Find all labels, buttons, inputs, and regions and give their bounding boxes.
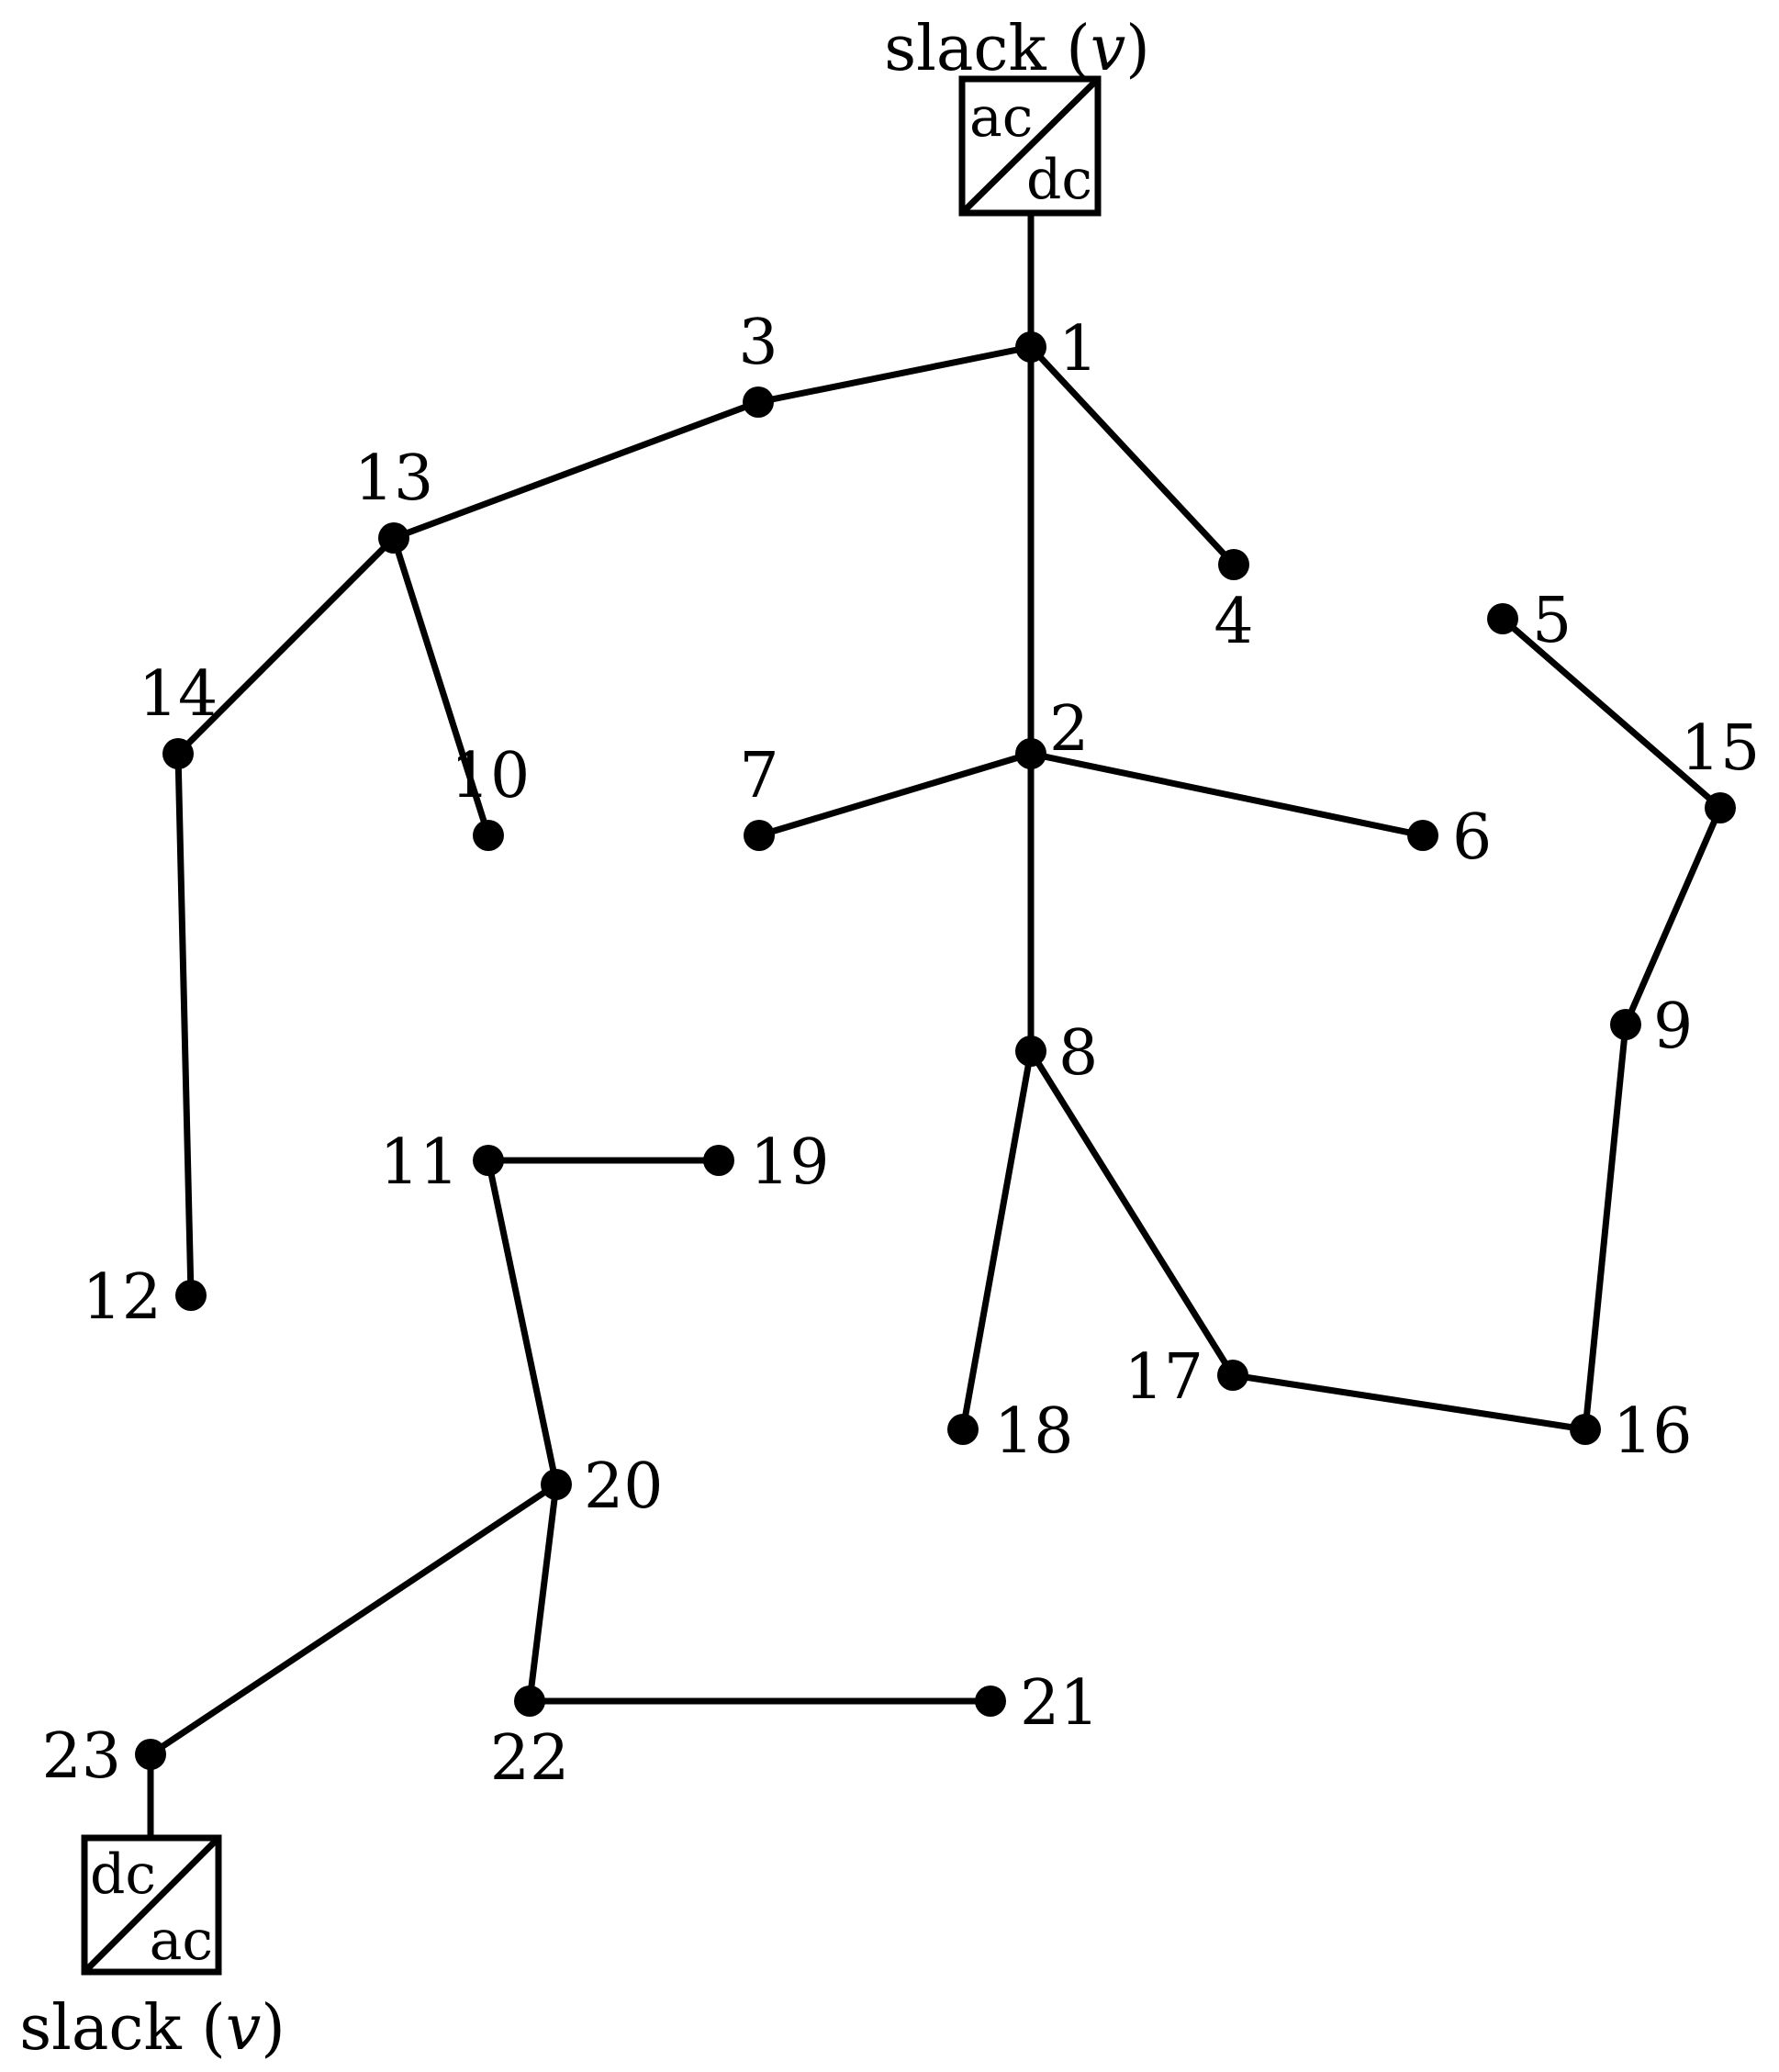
edge-9-15: [1622, 804, 1724, 1028]
edge-3-13: [390, 398, 762, 542]
edge-13-14: [174, 534, 397, 757]
node-14: 14: [139, 658, 218, 769]
node-12-dot: [175, 1280, 207, 1311]
node-15-label: 15: [1681, 712, 1761, 785]
node-10: 10: [451, 740, 531, 851]
edge-20-23: [147, 1481, 560, 1758]
node-5-dot: [1487, 603, 1518, 634]
node-2-dot: [1015, 738, 1046, 769]
node-7: 7: [739, 740, 779, 851]
node-23-label: 23: [41, 1720, 121, 1793]
edge-15-5: [1499, 615, 1724, 812]
edge-1-3: [755, 343, 1035, 406]
node-22-label: 22: [490, 1722, 570, 1795]
node-6: 6: [1407, 801, 1492, 874]
node-5: 5: [1487, 585, 1572, 657]
node-23-dot: [135, 1739, 166, 1770]
node-15-dot: [1705, 792, 1736, 823]
converter-top-diagonal: [959, 76, 1101, 216]
converter-bottom: dc ac slack (v): [19, 1834, 285, 2065]
converter-top-upper-text: ac: [969, 85, 1033, 150]
node-5-label: 5: [1532, 585, 1572, 657]
node-18-dot: [947, 1414, 979, 1445]
edge-8-18: [959, 1047, 1035, 1433]
node-22: 22: [490, 1686, 570, 1795]
edge-20-22: [526, 1481, 560, 1705]
node-3-dot: [743, 386, 774, 418]
node-12: 12: [82, 1261, 207, 1334]
edge-14-12: [174, 750, 195, 1299]
node-20-label: 20: [584, 1450, 664, 1523]
node-12-label: 12: [82, 1261, 162, 1334]
node-1-dot: [1015, 331, 1046, 363]
node-20: 20: [541, 1450, 664, 1523]
node-8-label: 8: [1058, 1017, 1098, 1090]
converter-bottom-upper-text: dc: [90, 1842, 156, 1907]
node-14-label: 14: [139, 658, 218, 731]
node-21: 21: [975, 1667, 1100, 1740]
edge-13-10: [390, 534, 492, 839]
converters-layer: ac dc slack (v) dc ac slack (v): [19, 13, 1150, 2065]
edge-2-7: [755, 750, 1035, 839]
node-19-dot: [703, 1145, 734, 1176]
node-2-label: 2: [1049, 693, 1089, 766]
node-8-dot: [1015, 1036, 1046, 1067]
node-10-label: 10: [451, 740, 531, 812]
node-2: 2: [1015, 693, 1089, 769]
edge-1-4: [1027, 343, 1237, 568]
node-15: 15: [1681, 712, 1761, 823]
converter-bottom-lower-text: ac: [150, 1909, 213, 1973]
converter-top: ac dc slack (v): [884, 13, 1150, 217]
converter-top-lower-text: dc: [1026, 148, 1092, 212]
node-17-dot: [1217, 1360, 1248, 1391]
node-11-dot: [473, 1145, 504, 1176]
node-21-dot: [975, 1686, 1006, 1717]
node-22-dot: [514, 1686, 545, 1717]
edge-8-17: [1027, 1047, 1236, 1379]
node-10-dot: [473, 820, 504, 851]
node-9-label: 9: [1653, 991, 1693, 1063]
node-6-label: 6: [1452, 801, 1492, 874]
node-20-dot: [541, 1469, 572, 1500]
node-17: 17: [1124, 1341, 1248, 1414]
node-6-dot: [1407, 820, 1438, 851]
node-4-dot: [1218, 549, 1249, 580]
node-8: 8: [1015, 1017, 1098, 1090]
node-13: 13: [354, 442, 434, 554]
node-7-label: 7: [739, 740, 778, 812]
node-9: 9: [1610, 991, 1693, 1063]
converter-bottom-diagonal: [82, 1835, 221, 1975]
node-3: 3: [738, 307, 778, 418]
edge-17-16: [1229, 1372, 1589, 1433]
node-16: 16: [1570, 1395, 1693, 1468]
node-13-dot: [378, 522, 409, 554]
edge-2-6: [1027, 750, 1427, 839]
node-17-label: 17: [1124, 1341, 1203, 1414]
node-4-label: 4: [1214, 586, 1253, 658]
node-1: 1: [1015, 313, 1098, 386]
node-1-label: 1: [1058, 313, 1098, 386]
node-21-label: 21: [1020, 1667, 1100, 1740]
node-19: 19: [703, 1126, 830, 1199]
node-11-label: 11: [379, 1126, 459, 1199]
node-18-label: 18: [994, 1395, 1074, 1468]
edge-16-9: [1582, 1021, 1629, 1433]
edge-11-20: [485, 1157, 560, 1488]
converter-top-label: slack (v): [884, 13, 1150, 85]
node-3-label: 3: [738, 307, 778, 379]
node-11: 11: [379, 1126, 504, 1199]
node-4: 4: [1214, 549, 1254, 658]
node-13-label: 13: [354, 442, 434, 515]
node-9-dot: [1610, 1009, 1641, 1040]
node-16-label: 16: [1613, 1395, 1693, 1468]
node-19-label: 19: [750, 1126, 830, 1199]
node-14-dot: [162, 738, 194, 769]
converter-bottom-label: slack (v): [19, 1992, 285, 2065]
node-16-dot: [1570, 1414, 1601, 1445]
node-18: 18: [947, 1395, 1074, 1468]
node-23: 23: [41, 1720, 166, 1793]
node-7-dot: [744, 820, 775, 851]
